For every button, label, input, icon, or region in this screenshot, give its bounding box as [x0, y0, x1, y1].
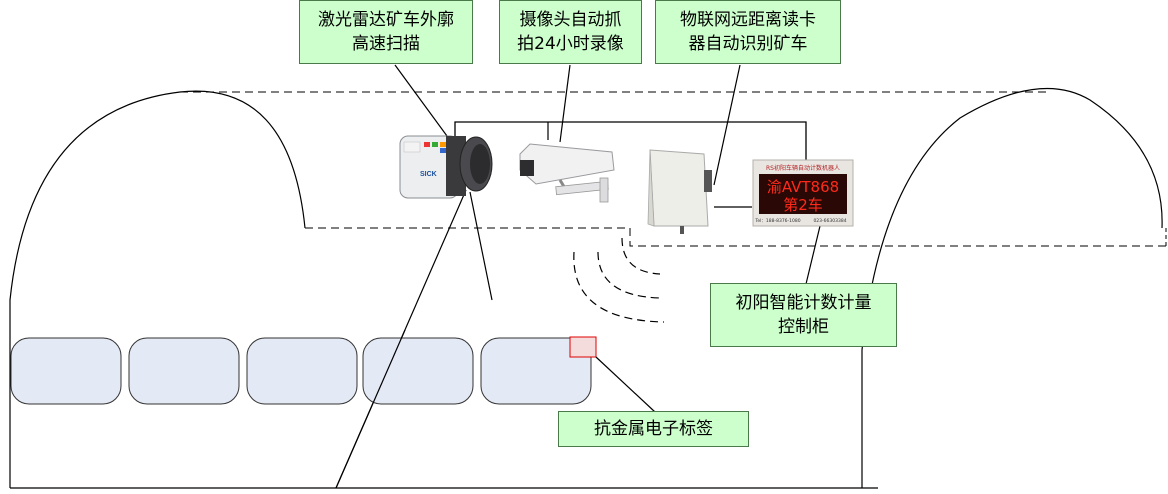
- callout-rfid-reader-text: 物联网远距离读卡 器自动识别矿车: [680, 10, 816, 54]
- lidar-scanner-icon: SICK: [399, 135, 493, 199]
- display-header: RS初阳车辆自动计数机器人: [766, 164, 840, 172]
- callout-camera-text: 摄像头自动抓 拍24小时录像: [517, 10, 624, 54]
- mine-car-2: [128, 337, 240, 405]
- display-footer-left: Tel：188-8376-1080: [754, 218, 800, 224]
- leader-cabinet: [805, 225, 821, 285]
- mine-car-1: [10, 337, 122, 405]
- cable-bracket: [454, 121, 807, 165]
- callout-tag: 抗金属电子标签: [558, 411, 749, 447]
- mine-car-3: [246, 337, 358, 405]
- tunnel-entrance-arch: [9, 90, 306, 488]
- leader-lidar: [394, 64, 448, 137]
- callout-camera: 摄像头自动抓 拍24小时录像: [499, 0, 642, 64]
- lidar-brand-label: SICK: [420, 171, 437, 178]
- callout-cabinet-text: 初阳智能计数计量 控制柜: [735, 293, 872, 337]
- callout-lidar-text: 激光雷达矿车外廓 高速扫描: [318, 10, 454, 54]
- tunnel-exit-arch: [861, 87, 1163, 488]
- rfid-wave-2: [597, 251, 661, 299]
- rfid-wave-3: [573, 251, 665, 323]
- rfid-wave-1: [621, 237, 661, 275]
- callout-tag-text: 抗金属电子标签: [594, 419, 713, 439]
- callout-rfid-reader: 物联网远距离读卡 器自动识别矿车: [655, 0, 841, 64]
- tunnel-dashed-bottom: [305, 227, 1166, 247]
- mine-car-4: [362, 337, 474, 405]
- led-display-panel: RS初阳车辆自动计数机器人 渝AVT868 第2车 Tel：188-8376-1…: [752, 159, 854, 227]
- display-line2: 第2车: [783, 196, 823, 214]
- laser-beam-right: [469, 191, 493, 301]
- leader-tag: [595, 356, 656, 413]
- mine-car-5: [480, 337, 592, 405]
- leader-camera: [559, 64, 571, 143]
- display-line1: 渝AVT868: [767, 178, 839, 196]
- callout-lidar: 激光雷达矿车外廓 高速扫描: [299, 0, 473, 64]
- camera-icon: [519, 143, 615, 203]
- rfid-reader-icon: [647, 149, 712, 234]
- rfid-tag: [569, 336, 597, 358]
- leader-rfid-reader: [713, 64, 741, 186]
- laser-beam-overlay: [335, 329, 406, 489]
- display-footer-right: 023-66303384: [813, 218, 846, 224]
- callout-cabinet: 初阳智能计数计量 控制柜: [710, 283, 897, 347]
